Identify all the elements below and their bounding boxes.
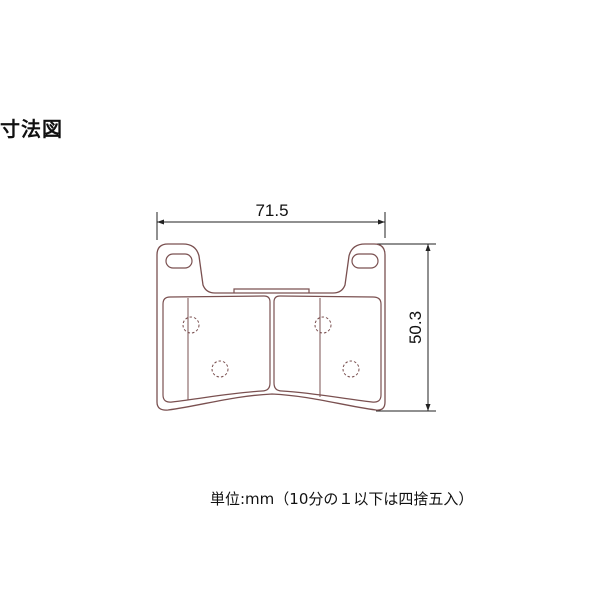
width-arrow-left: [157, 219, 164, 225]
dashed-circle-right-bottom: [342, 360, 360, 378]
height-label: 50.3: [406, 311, 425, 344]
unit-note: 単位:mm（10分の１以下は四捨五入）: [210, 490, 474, 508]
width-label: 71.5: [255, 201, 288, 220]
friction-pad-right: [273, 295, 382, 403]
center-clip: [233, 288, 310, 293]
page-title: 寸法図: [0, 117, 63, 141]
dashed-circle-left-top: [182, 316, 200, 334]
width-dimension: 71.5: [156, 201, 386, 240]
mounting-hole-right: [351, 253, 379, 269]
dashed-circle-right-top: [314, 316, 332, 334]
height-dimension: 50.3: [376, 243, 436, 412]
mounting-hole-left: [165, 253, 193, 269]
backing-plate-outline: [156, 243, 386, 411]
height-arrow-top: [425, 244, 431, 251]
dashed-circle-left-bottom: [211, 360, 229, 378]
width-arrow-right: [378, 219, 385, 225]
friction-pad-left: [162, 295, 271, 403]
height-arrow-bottom: [425, 404, 431, 411]
